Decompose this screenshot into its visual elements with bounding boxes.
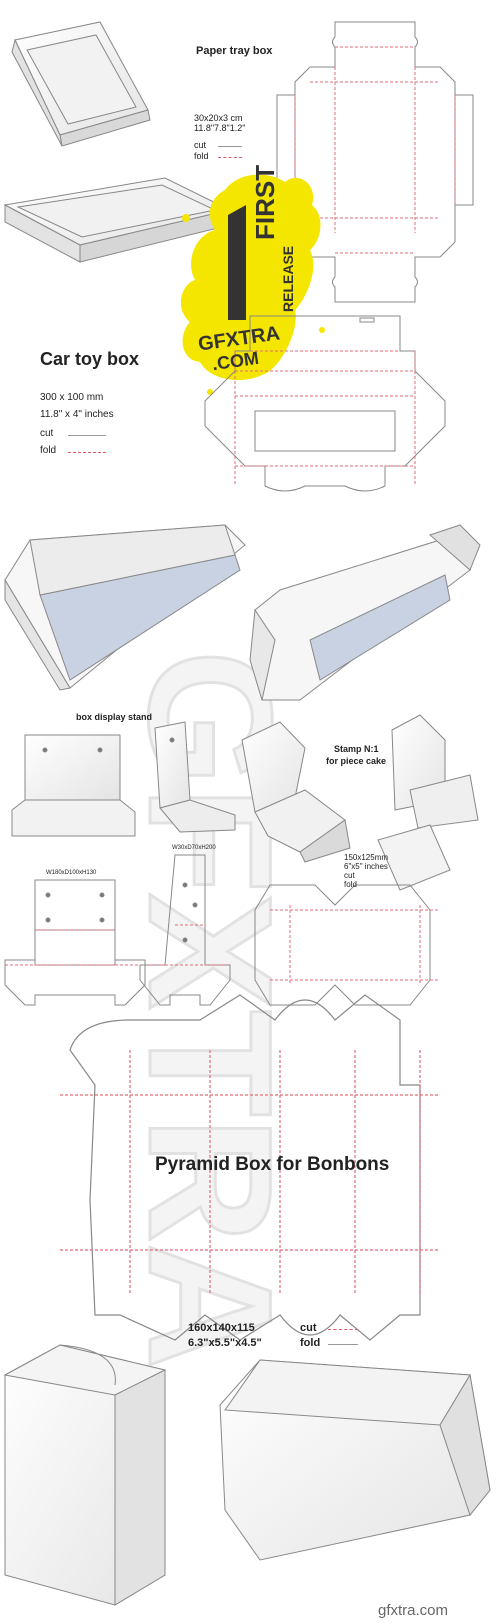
car-toy-fold-label: fold — [40, 445, 57, 456]
display-stand-dims-left: W180xD100xH130 — [46, 870, 97, 876]
first-release-badge — [180, 174, 325, 395]
car-toy-fold-swatch — [68, 452, 106, 453]
pyramid-title: Pyramid Box for Bonbons — [155, 1154, 390, 1175]
car-toy-size-imperial: 11.8" x 4" inches — [40, 409, 114, 420]
footer-watermark: gfxtra.com — [378, 1602, 449, 1619]
stamp-size-metric: 150x125mm — [344, 853, 389, 862]
paper-tray-3d-bottom — [3, 177, 232, 263]
pyramid-fold-swatch — [328, 1344, 358, 1345]
car-toy-dieline — [204, 315, 446, 492]
paper-tray-fold-swatch — [218, 157, 242, 158]
bonbon-box-3d-wide — [219, 1359, 491, 1561]
pyramid-size-metric: 160x140x115 — [188, 1322, 255, 1334]
paper-tray-size-metric: 30x20x3 cm — [194, 113, 243, 123]
window-box-3d-right — [249, 524, 481, 701]
paper-tray-3d-top — [11, 21, 151, 147]
stamp-cut-label: cut — [344, 871, 355, 880]
badge-word-first: FIRST — [250, 164, 280, 240]
paper-tray-fold-label: fold — [194, 151, 209, 161]
pyramid-size-imperial: 6.3"x5.5"x4.5" — [188, 1337, 262, 1349]
car-toy-cut-swatch — [68, 435, 106, 436]
pyramid-dieline — [60, 994, 440, 1341]
stamp-boxes-3d-stack — [377, 714, 479, 891]
display-stand-title: box display stand — [76, 712, 153, 722]
pyramid-fold-label: fold — [300, 1337, 321, 1349]
paper-tray-cut-label: cut — [194, 140, 207, 150]
car-toy-size-metric: 300 x 100 mm — [40, 392, 104, 403]
car-toy-cut-label: cut — [40, 428, 54, 439]
car-toy-title: Car toy box — [40, 349, 140, 369]
paper-tray-title: Paper tray box — [196, 45, 273, 57]
paper-tray-cut-swatch — [218, 146, 242, 147]
stamp-fold-label: fold — [344, 880, 357, 889]
stamp-box-3d — [241, 721, 351, 863]
display-stand-3d-left — [11, 734, 136, 837]
bonbon-box-3d-tall — [3, 1344, 167, 1606]
display-stand-dieline-right — [139, 854, 231, 1006]
pyramid-cut-label: cut — [300, 1322, 317, 1334]
stamp-title-line2: for piece cake — [326, 756, 387, 766]
display-stand-3d-right — [154, 721, 236, 833]
badge-word-release: RELEASE — [280, 245, 296, 312]
paper-tray-size-imperial: 11.8"7.8"1.2" — [194, 123, 246, 133]
stamp-dieline — [254, 884, 440, 1006]
display-stand-dieline-left — [4, 879, 146, 1006]
stamp-size-imperial: 6"x5" inches — [344, 862, 388, 871]
stamp-title-line1: Stamp N:1 — [334, 744, 379, 754]
window-box-3d-left — [4, 524, 246, 691]
display-stand-dims-right: W30xD70xH200 — [172, 845, 216, 851]
pyramid-cut-swatch — [328, 1329, 358, 1330]
